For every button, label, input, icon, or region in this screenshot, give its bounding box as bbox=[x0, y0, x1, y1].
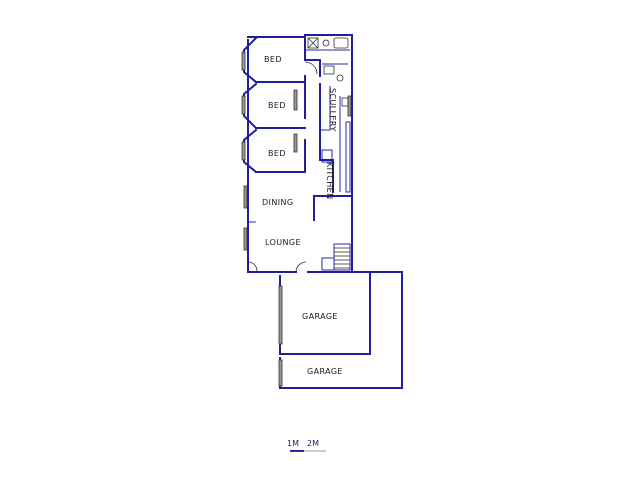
garage-walls bbox=[278, 271, 403, 389]
scale-bar: 1M 2M bbox=[287, 439, 326, 452]
bathroom bbox=[304, 37, 350, 82]
living-walls bbox=[243, 185, 353, 273]
bedroom-walls bbox=[255, 36, 306, 173]
room-label-garage-2: GARAGE bbox=[307, 367, 343, 376]
room-label-bed-2: BED bbox=[268, 101, 286, 110]
house-walls bbox=[247, 34, 371, 273]
scale-label-2m: 2M bbox=[307, 439, 319, 448]
room-label-dining: DINING bbox=[262, 198, 293, 207]
room-label-garage-1: GARAGE bbox=[302, 312, 338, 321]
stairs bbox=[321, 243, 351, 271]
room-label-scullery: SCULLERY bbox=[328, 88, 337, 132]
kitchen-area bbox=[319, 83, 352, 193]
room-label-bed-3: BED bbox=[268, 149, 286, 158]
scale-label-1m: 1M bbox=[287, 439, 299, 448]
room-label-bed-1: BED bbox=[264, 55, 282, 64]
room-label-lounge: LOUNGE bbox=[265, 238, 301, 247]
bay-windows bbox=[241, 36, 258, 174]
room-label-kitchen: KITCHEN bbox=[325, 162, 334, 199]
